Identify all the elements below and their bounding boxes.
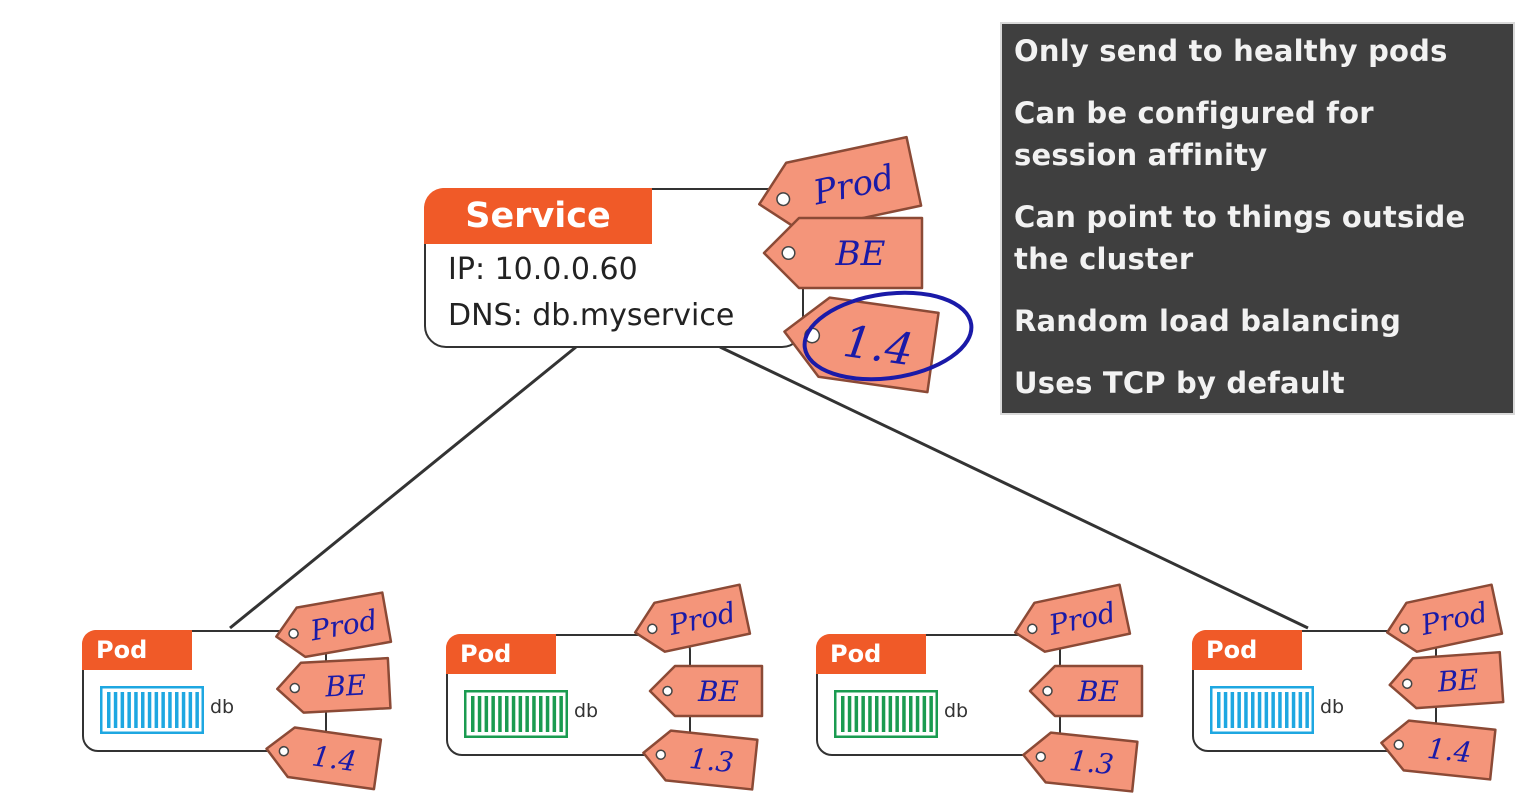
service-box: Service IP: 10.0.0.60 DNS: db.myservice <box>424 188 804 348</box>
pod-label-tag: BE <box>1388 650 1505 710</box>
pod-title: Pod <box>816 634 926 674</box>
svg-text:BE: BE <box>697 675 739 708</box>
info-panel: Only send to healthy pods Can be configu… <box>1000 22 1515 415</box>
svg-text:1.4: 1.4 <box>310 739 359 778</box>
container-label: db <box>574 700 599 722</box>
pod-label-tag: Prod <box>1385 583 1504 653</box>
container-icon <box>100 686 204 734</box>
pod-label-tag: Prod <box>633 583 752 653</box>
service-label-tag: Prod <box>758 135 923 233</box>
svg-text:1.3: 1.3 <box>688 742 736 779</box>
container-icon <box>464 690 568 738</box>
container-icon <box>1210 686 1314 734</box>
pod-3: Pod db <box>816 634 1061 756</box>
pod-label-tag: 1.4 <box>265 726 383 791</box>
svg-text:BE: BE <box>835 234 886 274</box>
pod-label-tag: 1.3 <box>1022 731 1139 793</box>
svg-text:BE: BE <box>323 668 367 703</box>
container-label: db <box>210 696 235 718</box>
container-icon <box>834 690 938 738</box>
service-title: Service <box>424 188 652 244</box>
service-label-tag: BE <box>762 216 924 290</box>
info-item: Uses TCP by default <box>1014 366 1345 400</box>
svg-text:BE: BE <box>1077 675 1119 708</box>
svg-text:1.3: 1.3 <box>1068 744 1116 781</box>
svg-text:1.4: 1.4 <box>1426 732 1474 769</box>
pod-1: Pod db <box>82 630 327 752</box>
pod-2: Pod db <box>446 634 691 756</box>
pod-label-tag: 1.3 <box>642 729 759 791</box>
connector-line-service-pod1 <box>229 345 577 630</box>
container-label: db <box>1320 696 1345 718</box>
service-dns: DNS: db.myservice <box>448 298 735 333</box>
pod-label-tag: BE <box>1028 664 1144 718</box>
pod-label-tag: Prod <box>275 591 393 659</box>
pod-label-tag: BE <box>276 656 392 714</box>
pod-label-tag: 1.4 <box>1380 719 1497 781</box>
pod-label-tag: Prod <box>1013 583 1132 653</box>
info-item: Can point to things outside the cluster <box>1014 200 1466 276</box>
info-item: Random load balancing <box>1014 304 1402 338</box>
pod-title: Pod <box>82 630 192 670</box>
pod-title: Pod <box>446 634 556 674</box>
svg-text:BE: BE <box>1436 663 1480 699</box>
container-label: db <box>944 700 969 722</box>
highlight-circle <box>802 290 974 382</box>
pod-label-tag: BE <box>648 664 764 718</box>
info-item: Can be configured for session affinity <box>1014 96 1374 172</box>
info-item: Only send to healthy pods <box>1014 34 1448 68</box>
service-ip: IP: 10.0.0.60 <box>448 252 638 287</box>
pod-title: Pod <box>1192 630 1302 670</box>
connector-line-service-pod4 <box>719 345 1309 630</box>
svg-text:1.4: 1.4 <box>840 316 916 376</box>
